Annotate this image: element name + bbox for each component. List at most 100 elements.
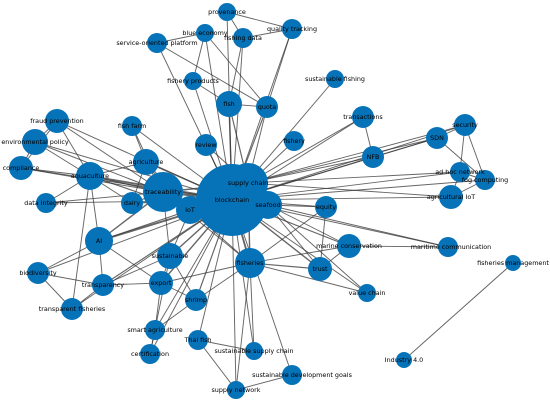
- node-nfb[interactable]: [362, 146, 384, 168]
- node-dairy[interactable]: [121, 192, 143, 214]
- label-traceability: traceability: [145, 188, 181, 196]
- label-environmental-policy: environmental policy: [1, 138, 68, 146]
- label-equity: equity: [316, 203, 336, 211]
- node-marine-conservation[interactable]: [337, 234, 361, 258]
- node-service-oriented-platform[interactable]: [147, 33, 167, 53]
- node-transactions[interactable]: [352, 106, 374, 128]
- node-transparent-fisheries[interactable]: [61, 298, 83, 320]
- label-supply-chain: supply chain: [228, 179, 268, 187]
- node-fishery[interactable]: [284, 131, 304, 151]
- label-sdn: SDN: [430, 134, 444, 142]
- node-trust[interactable]: [308, 257, 332, 281]
- node-ad-hoc-network[interactable]: [450, 162, 470, 182]
- node-agriculture[interactable]: [133, 149, 159, 175]
- label-iot: IoT: [185, 206, 195, 214]
- label-fish: fish: [223, 100, 234, 108]
- node-fog-computing[interactable]: [475, 170, 495, 190]
- edge-transparency-biodiversity: [37, 272, 104, 286]
- label-agriculture: agriculture: [129, 158, 164, 166]
- label-fishery-products: fishery products: [167, 77, 219, 85]
- label-fishery: fishery: [283, 137, 305, 145]
- edge-seafood-value-chain: [267, 204, 368, 294]
- node-shrimp[interactable]: [185, 289, 207, 311]
- node-quality-tracking[interactable]: [282, 19, 302, 39]
- label-ad-hoc-network: ad hoc network: [435, 168, 485, 176]
- node-smart-agriculture[interactable]: [145, 320, 165, 340]
- edge-sdn-nfb: [372, 137, 438, 158]
- edge-aquaculture-transparent-fisheries: [71, 175, 91, 310]
- edge-fisheries-value-chain: [249, 262, 368, 294]
- label-transactions: transactions: [343, 113, 383, 121]
- node-security[interactable]: [454, 114, 476, 136]
- label-nfb: NFB: [367, 153, 380, 161]
- node-sustainable-supply-chain[interactable]: [245, 342, 263, 360]
- label-trust: trust: [312, 265, 328, 273]
- node-sustainable[interactable]: [157, 243, 183, 269]
- label-industry-4-0: Industry 4.0: [385, 356, 423, 364]
- label-biodiversity: biodiversity: [19, 269, 57, 277]
- edge-supply-chain-sdn: [247, 137, 438, 184]
- node-seafood[interactable]: [254, 191, 282, 219]
- label-agricultural-iot: agricultural IoT: [427, 193, 475, 201]
- node-fisheries[interactable]: [235, 248, 265, 278]
- node-maritime-communication[interactable]: [438, 237, 458, 257]
- node-layer: [9, 3, 521, 399]
- node-data-integrity[interactable]: [36, 193, 56, 213]
- label-sustainable: sustainable: [152, 252, 189, 260]
- node-aquaculture[interactable]: [76, 162, 104, 190]
- edge-iot-ai: [98, 209, 191, 242]
- node-thai-fish[interactable]: [188, 330, 208, 350]
- node-supply-network[interactable]: [227, 381, 245, 399]
- node-value-chain[interactable]: [358, 284, 376, 302]
- edge-marine-conservation-maritime-communication: [348, 245, 449, 248]
- node-quota[interactable]: [256, 96, 278, 118]
- label-service-oriented-platform: service-oriented platform: [116, 39, 197, 47]
- node-fish[interactable]: [216, 91, 242, 117]
- node-supply-chain[interactable]: [228, 163, 268, 203]
- node-sdn[interactable]: [426, 127, 448, 149]
- label-seafood: seafood: [255, 201, 280, 209]
- node-blue-economy[interactable]: [196, 24, 214, 42]
- label-certification: certification: [131, 350, 169, 358]
- node-agricultural-iot[interactable]: [439, 185, 463, 209]
- node-transparency[interactable]: [92, 274, 114, 296]
- node-traceability[interactable]: [143, 172, 183, 212]
- label-blockchain: blockchain: [215, 196, 249, 204]
- label-sustainable-development-goals: sustainable development goals: [252, 371, 353, 379]
- node-iot[interactable]: [176, 196, 204, 224]
- label-fisheries-management: fisheries management: [477, 259, 549, 267]
- label-compliance: compliance: [3, 164, 40, 172]
- label-security: security: [452, 121, 478, 129]
- node-sustainable-development-goals[interactable]: [282, 365, 302, 385]
- label-smart-agriculture: smart agriculture: [127, 326, 182, 334]
- label-sustainable-supply-chain: sustainable supply chain: [214, 347, 293, 355]
- label-sustainable-fishing: sustainable fishing: [305, 75, 365, 83]
- edge-fisheries-management-industry-4-0: [403, 262, 514, 361]
- node-equity[interactable]: [315, 196, 337, 218]
- node-sustainable-fishing[interactable]: [326, 70, 344, 88]
- edge-quota-blue-economy: [204, 32, 268, 108]
- node-biodiversity[interactable]: [27, 262, 49, 284]
- node-fish-farm[interactable]: [122, 116, 142, 136]
- node-fishing-data[interactable]: [233, 28, 253, 48]
- node-review[interactable]: [195, 134, 217, 156]
- node-environmental-policy[interactable]: [22, 129, 48, 155]
- edge-fisheries-marine-conservation: [249, 245, 350, 264]
- node-fraud-prevention[interactable]: [45, 109, 69, 133]
- edge-fisheries-supply-network: [235, 262, 251, 391]
- label-fishing-data: fishing data: [224, 34, 262, 42]
- node-fishery-products[interactable]: [184, 72, 202, 90]
- node-compliance[interactable]: [9, 156, 33, 180]
- label-export: export: [151, 279, 172, 287]
- label-review: review: [195, 141, 216, 149]
- label-blue-economy: blue economy: [182, 29, 227, 37]
- node-ai[interactable]: [85, 227, 113, 255]
- node-industry-4-0[interactable]: [396, 352, 412, 368]
- node-provenance[interactable]: [218, 3, 236, 21]
- label-dairy: dairy: [124, 199, 140, 207]
- label-data-integrity: data integrity: [24, 199, 68, 207]
- node-fisheries-management[interactable]: [505, 255, 521, 271]
- node-certification[interactable]: [140, 344, 160, 364]
- label-marine-conservation: marine conservation: [316, 242, 382, 250]
- node-export[interactable]: [149, 271, 173, 295]
